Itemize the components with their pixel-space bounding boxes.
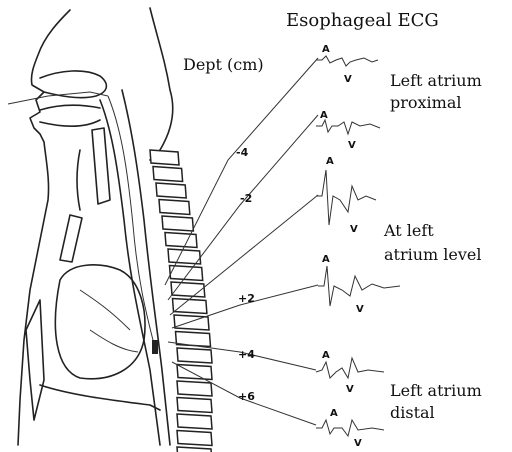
ecg-trace-1 xyxy=(316,56,378,66)
vertebra xyxy=(170,266,203,281)
position-label-line2: proximal xyxy=(390,93,462,112)
depth-mark: -2 xyxy=(240,192,252,205)
ecg-trace-2 xyxy=(316,120,380,134)
neck-outline xyxy=(150,8,173,160)
depth-mark: -4 xyxy=(236,146,249,159)
v-wave-label: V xyxy=(346,384,354,395)
a-wave-label: A xyxy=(322,254,330,265)
position-label-line2: distal xyxy=(390,403,435,422)
vertebra xyxy=(150,150,179,165)
ecg-trace-3 xyxy=(316,170,376,225)
probe-electrode xyxy=(152,340,158,354)
vertebra xyxy=(177,365,212,380)
a-wave-label: A xyxy=(330,408,338,419)
diaphragm xyxy=(40,385,160,410)
vertebra xyxy=(177,414,212,429)
a-wave-label: A xyxy=(320,110,328,121)
vertebra xyxy=(177,348,212,363)
vertebra xyxy=(177,381,212,396)
vertebra xyxy=(177,398,212,413)
v-wave-label: V xyxy=(348,140,356,151)
nasal-tube xyxy=(8,92,108,104)
trachea xyxy=(92,128,110,204)
heart xyxy=(55,265,145,379)
depth-mark: +2 xyxy=(238,292,255,305)
position-label-line1: At left xyxy=(383,221,434,240)
heart-interior xyxy=(80,290,138,352)
vertebra xyxy=(173,299,207,314)
position-label-line1: Left atrium xyxy=(390,381,482,400)
v-wave-label: V xyxy=(344,74,352,85)
depth-mark: +6 xyxy=(238,390,255,403)
position-label-line1: Left atrium xyxy=(390,71,482,90)
vertebra xyxy=(162,216,193,231)
mouth xyxy=(40,105,100,126)
ecg-trace-5 xyxy=(316,358,384,378)
depth-axis-label: Dept (cm) xyxy=(183,55,264,74)
vertebra xyxy=(159,200,190,215)
anatomy-sagittal-section xyxy=(8,8,173,445)
position-label-line2: atrium level xyxy=(384,245,482,264)
a-wave-label: A xyxy=(322,44,330,55)
vertebra xyxy=(168,249,201,264)
a-wave-label: A xyxy=(326,156,334,167)
ecg-trace-6 xyxy=(316,420,384,436)
depth-mark: +4 xyxy=(238,348,255,361)
larynx xyxy=(60,150,82,262)
vertebra xyxy=(153,167,183,182)
vertebra xyxy=(156,183,186,198)
vertebra xyxy=(165,233,197,248)
v-wave-label: V xyxy=(354,438,362,449)
v-wave-label: V xyxy=(356,304,364,315)
vertebral-column xyxy=(150,150,212,452)
depth-marks: -4 -2 +2 +4 +6 xyxy=(236,146,255,403)
vertebra xyxy=(177,431,212,446)
sternum xyxy=(26,300,44,420)
wave-labels: A V A V A V A V A V A V xyxy=(320,44,364,449)
vertebra xyxy=(177,447,212,452)
ecg-trace-4 xyxy=(318,266,400,306)
v-wave-label: V xyxy=(350,224,358,235)
a-wave-label: A xyxy=(322,350,330,361)
esophagus-posterior-wall xyxy=(122,90,170,445)
diagram-title: Esophageal ECG xyxy=(286,10,439,31)
